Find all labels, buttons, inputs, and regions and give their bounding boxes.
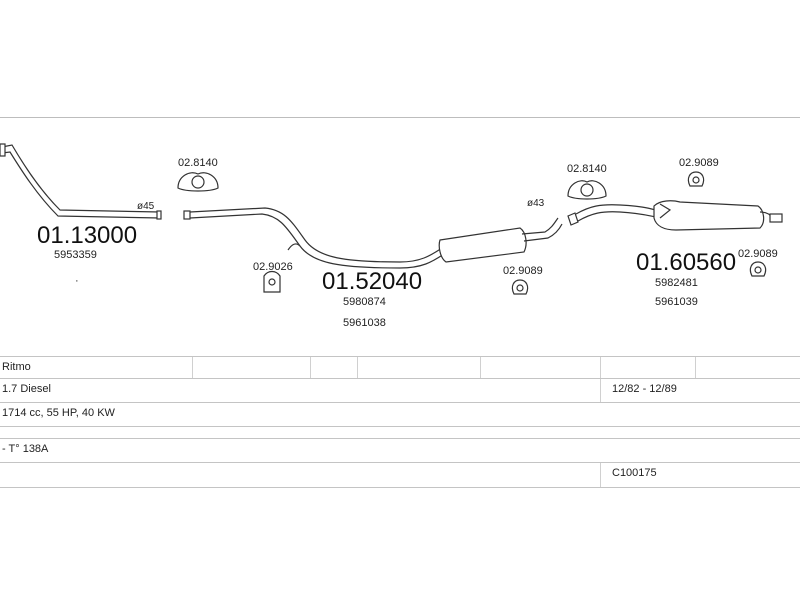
front-pipe-diameter: ø45 bbox=[137, 201, 155, 212]
clamp-right-top[interactable] bbox=[687, 171, 705, 187]
info-row-engine: 1.7 Diesel 12/82 - 12/89 bbox=[0, 378, 800, 403]
info-row-catalog: C100175 bbox=[0, 462, 800, 488]
gasket-left-label: 02.8140 bbox=[178, 157, 218, 169]
mount-left[interactable] bbox=[263, 243, 301, 293]
info-row-blank bbox=[0, 426, 800, 439]
exhaust-diagram: ø45 01.13000 5953359 · 02.8140 ø43 01.52… bbox=[0, 143, 783, 329]
front-pipe-number: 01.13000 bbox=[37, 222, 137, 249]
mid-pipe-number: 01.52040 bbox=[322, 268, 422, 295]
info-row-specs: 1714 cc, 55 HP, 40 KW bbox=[0, 402, 800, 427]
info-row-model: Ritmo bbox=[0, 356, 800, 379]
mount-left-label: 02.9026 bbox=[253, 261, 293, 273]
production-dates: 12/82 - 12/89 bbox=[612, 383, 677, 395]
engine-specs: 1714 cc, 55 HP, 40 KW bbox=[2, 407, 115, 419]
mid-pipe-diameter: ø43 bbox=[527, 198, 545, 209]
top-divider bbox=[0, 117, 800, 118]
gasket-right-label: 02.8140 bbox=[567, 163, 607, 175]
mid-pipe-ref2: 5961038 bbox=[343, 317, 386, 329]
rear-silencer-number: 01.60560 bbox=[636, 249, 736, 276]
rear-silencer-ref1: 5982481 bbox=[655, 277, 698, 289]
rear-silencer[interactable] bbox=[567, 200, 783, 231]
gasket-right[interactable] bbox=[567, 180, 607, 200]
dot-mark: · bbox=[75, 275, 79, 287]
model-name: Ritmo bbox=[2, 361, 31, 373]
engine: 1.7 Diesel bbox=[2, 383, 51, 395]
front-pipe[interactable] bbox=[0, 143, 162, 220]
gasket-left[interactable] bbox=[177, 172, 219, 192]
type-code: - T° 138A bbox=[2, 443, 49, 455]
clamp-right-bottom-label: 02.9089 bbox=[738, 248, 778, 260]
clamp-right-bottom[interactable] bbox=[749, 261, 767, 277]
clamp-mid-label: 02.9089 bbox=[503, 265, 543, 277]
catalog-code: C100175 bbox=[612, 467, 657, 479]
mid-pipe-ref1: 5980874 bbox=[343, 296, 386, 308]
clamp-mid[interactable] bbox=[511, 279, 529, 295]
clamp-right-top-label: 02.9089 bbox=[679, 157, 719, 169]
info-row-type: - T° 138A bbox=[0, 438, 800, 463]
mid-pipe[interactable] bbox=[183, 207, 563, 269]
rear-silencer-ref2: 5961039 bbox=[655, 296, 698, 308]
front-pipe-ref: 5953359 bbox=[54, 249, 97, 261]
